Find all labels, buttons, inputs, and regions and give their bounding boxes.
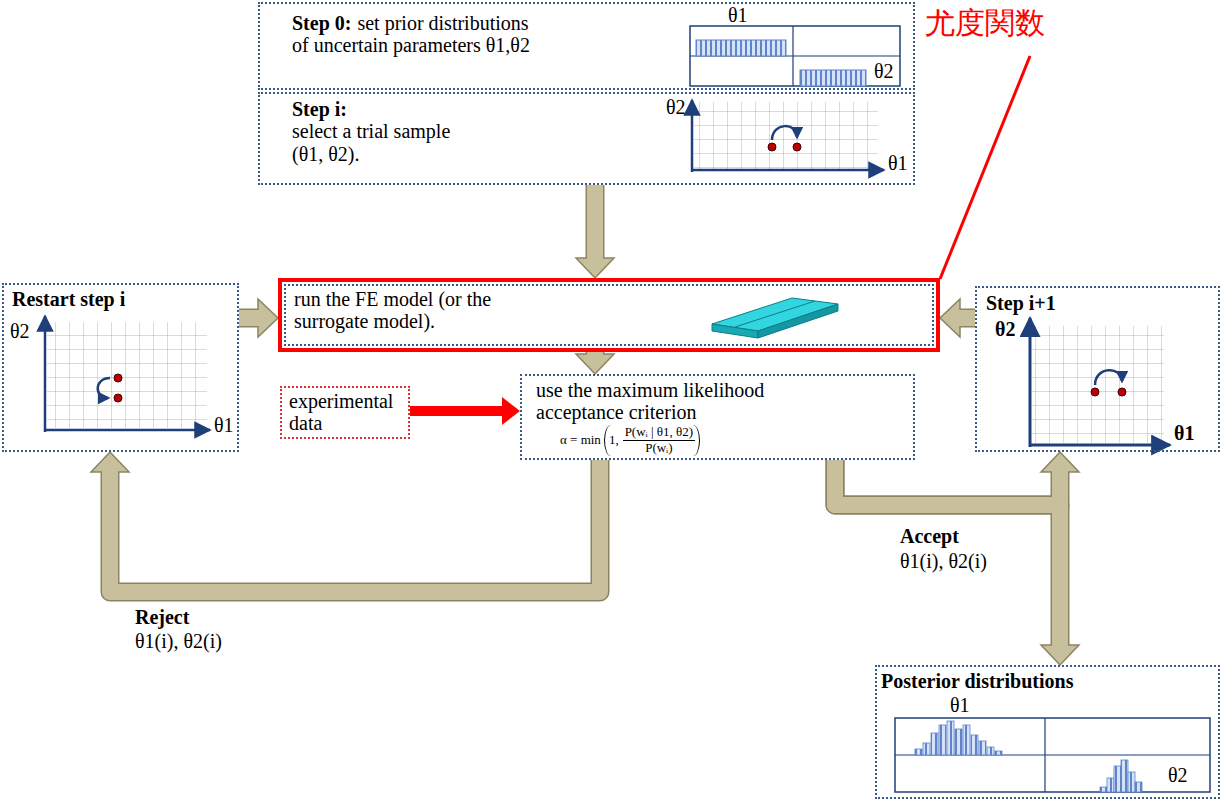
flow-arrow: [91, 452, 600, 592]
arrow-head: [502, 397, 520, 425]
text-wrap: run the FE model (or the surrogate model…: [294, 288, 529, 333]
box-text: use the maximum likelihood acceptance cr…: [536, 379, 826, 424]
text-wrap: Step i+1: [986, 292, 1186, 314]
step-box: Step 0:set prior distributions of uncert…: [258, 2, 915, 90]
arrow-shaft: [410, 406, 502, 416]
axis-label: θ2: [874, 60, 894, 82]
flow-arrow: [576, 185, 614, 278]
arrows: [91, 185, 1079, 665]
sample-label: θ1(i), θ2(i): [135, 630, 222, 652]
axis-label: θ2: [666, 96, 686, 118]
fe-plate-model: [712, 298, 838, 338]
box-text: select a trial sample (θ1, θ2).: [292, 120, 482, 165]
box-text: experimental data: [289, 390, 401, 435]
step-heading: Step 0:: [292, 12, 351, 34]
text-wrap: Restart step i: [12, 288, 232, 310]
sample-label: θ1(i), θ2(i): [900, 550, 987, 572]
formula-parentheses: 1, P(wᵢ | θ1, θ2)P(wᵢ): [604, 425, 700, 456]
flow-arrow: [835, 460, 1079, 665]
flow-arrow: [940, 299, 975, 337]
formula: α = min 1, P(wᵢ | θ1, θ2)P(wᵢ): [560, 425, 913, 456]
axis-label: θ1: [214, 414, 234, 436]
arrow-outlines: [110, 185, 1060, 645]
data-box: experimental data: [280, 386, 410, 439]
text-wrap: Step 0:set prior distributions of uncert…: [292, 12, 542, 57]
box-heading: Posterior distributions: [881, 670, 1181, 692]
restart-grid-chart: [44, 316, 210, 432]
note-label: 尤度関数: [925, 6, 1045, 39]
arrow-head: [940, 299, 960, 337]
accept-label: Accept: [900, 525, 959, 547]
arrow-shaft: [587, 185, 603, 258]
leader-line: [940, 56, 1030, 279]
flow-arrow: [576, 352, 614, 374]
formula-fraction: P(wᵢ | θ1, θ2)P(wᵢ): [623, 425, 695, 456]
arrow-shaft: [239, 310, 258, 326]
arrow-head: [576, 354, 614, 374]
data-arrow: [410, 397, 520, 425]
criterion-box: use the maximum likelihood acceptance cr…: [520, 374, 915, 460]
box-text: run the FE model (or the surrogate model…: [294, 288, 529, 333]
box-heading: Step i+1: [986, 292, 1186, 314]
arrow-outline: [586, 185, 605, 258]
flow-arrow: [239, 299, 278, 337]
step-box: Step i:select a trial sample (θ1, θ2).: [258, 92, 915, 185]
prior-chart: [690, 26, 900, 86]
posterior-chart: [895, 718, 1210, 792]
formula-denominator: P(wᵢ): [645, 441, 672, 456]
sample-grid-chart: [691, 100, 884, 172]
arrow-shaft: [835, 460, 1060, 645]
text-wrap: experimental data: [289, 390, 401, 435]
text-wrap: Posterior distributions: [881, 670, 1181, 692]
arrow-head: [91, 452, 129, 472]
text-wrap: Step i:select a trial sample (θ1, θ2).: [292, 98, 482, 165]
axis-label: θ1: [950, 694, 970, 716]
axis-label: θ1: [888, 152, 908, 174]
next-step-grid-chart: [1029, 318, 1170, 447]
arrow-shaft: [110, 460, 600, 592]
axis-label: θ2: [995, 318, 1015, 340]
axis-label: θ1: [1174, 422, 1194, 444]
arrow-head: [1041, 452, 1079, 472]
axis-label: θ2: [1168, 764, 1188, 786]
arrow-shaft: [587, 352, 603, 354]
arrow-outline: [586, 352, 605, 354]
axis-label: θ2: [10, 320, 30, 342]
formula-text: 1,: [609, 433, 619, 448]
box-heading: Restart step i: [12, 288, 232, 310]
restart-box: Restart step i: [2, 283, 239, 452]
formula-text: α = min: [560, 433, 601, 448]
formula-numerator: P(wᵢ | θ1, θ2): [623, 425, 695, 441]
arrow-outline: [239, 309, 258, 328]
arrow-outline: [960, 309, 975, 328]
arrow-head: [1041, 645, 1079, 665]
arrow-head: [258, 299, 278, 337]
arrow-shaft: [960, 310, 975, 326]
reject-label: Reject: [135, 606, 189, 628]
arrow-outline: [110, 460, 600, 592]
arrow-outline: [835, 460, 1060, 645]
model-run-box: run the FE model (or the surrogate model…: [278, 278, 940, 352]
axis-label: θ1: [728, 4, 748, 26]
arrow-head: [576, 258, 614, 278]
box-heading: Step i:: [292, 98, 482, 120]
